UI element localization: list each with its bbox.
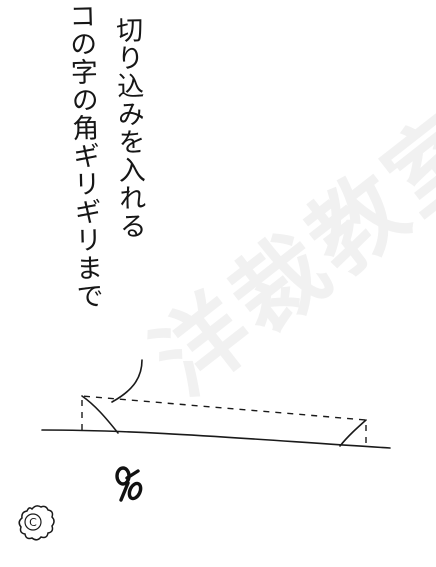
left-corner-snip [81,395,119,434]
instruction-line-1: コの字の角ギリギリまで [64,1,104,311]
fabric-edge-line [41,429,391,449]
step-marker: C [18,505,55,541]
cut-outline-dashed [81,395,367,448]
instruction-line-2: 切り込みを入れる [111,15,146,241]
right-corner-snip [339,419,367,447]
step-number: C [29,516,37,529]
leader-line [111,359,143,403]
scalloped-border [18,505,55,541]
scissors-icon [115,466,143,502]
